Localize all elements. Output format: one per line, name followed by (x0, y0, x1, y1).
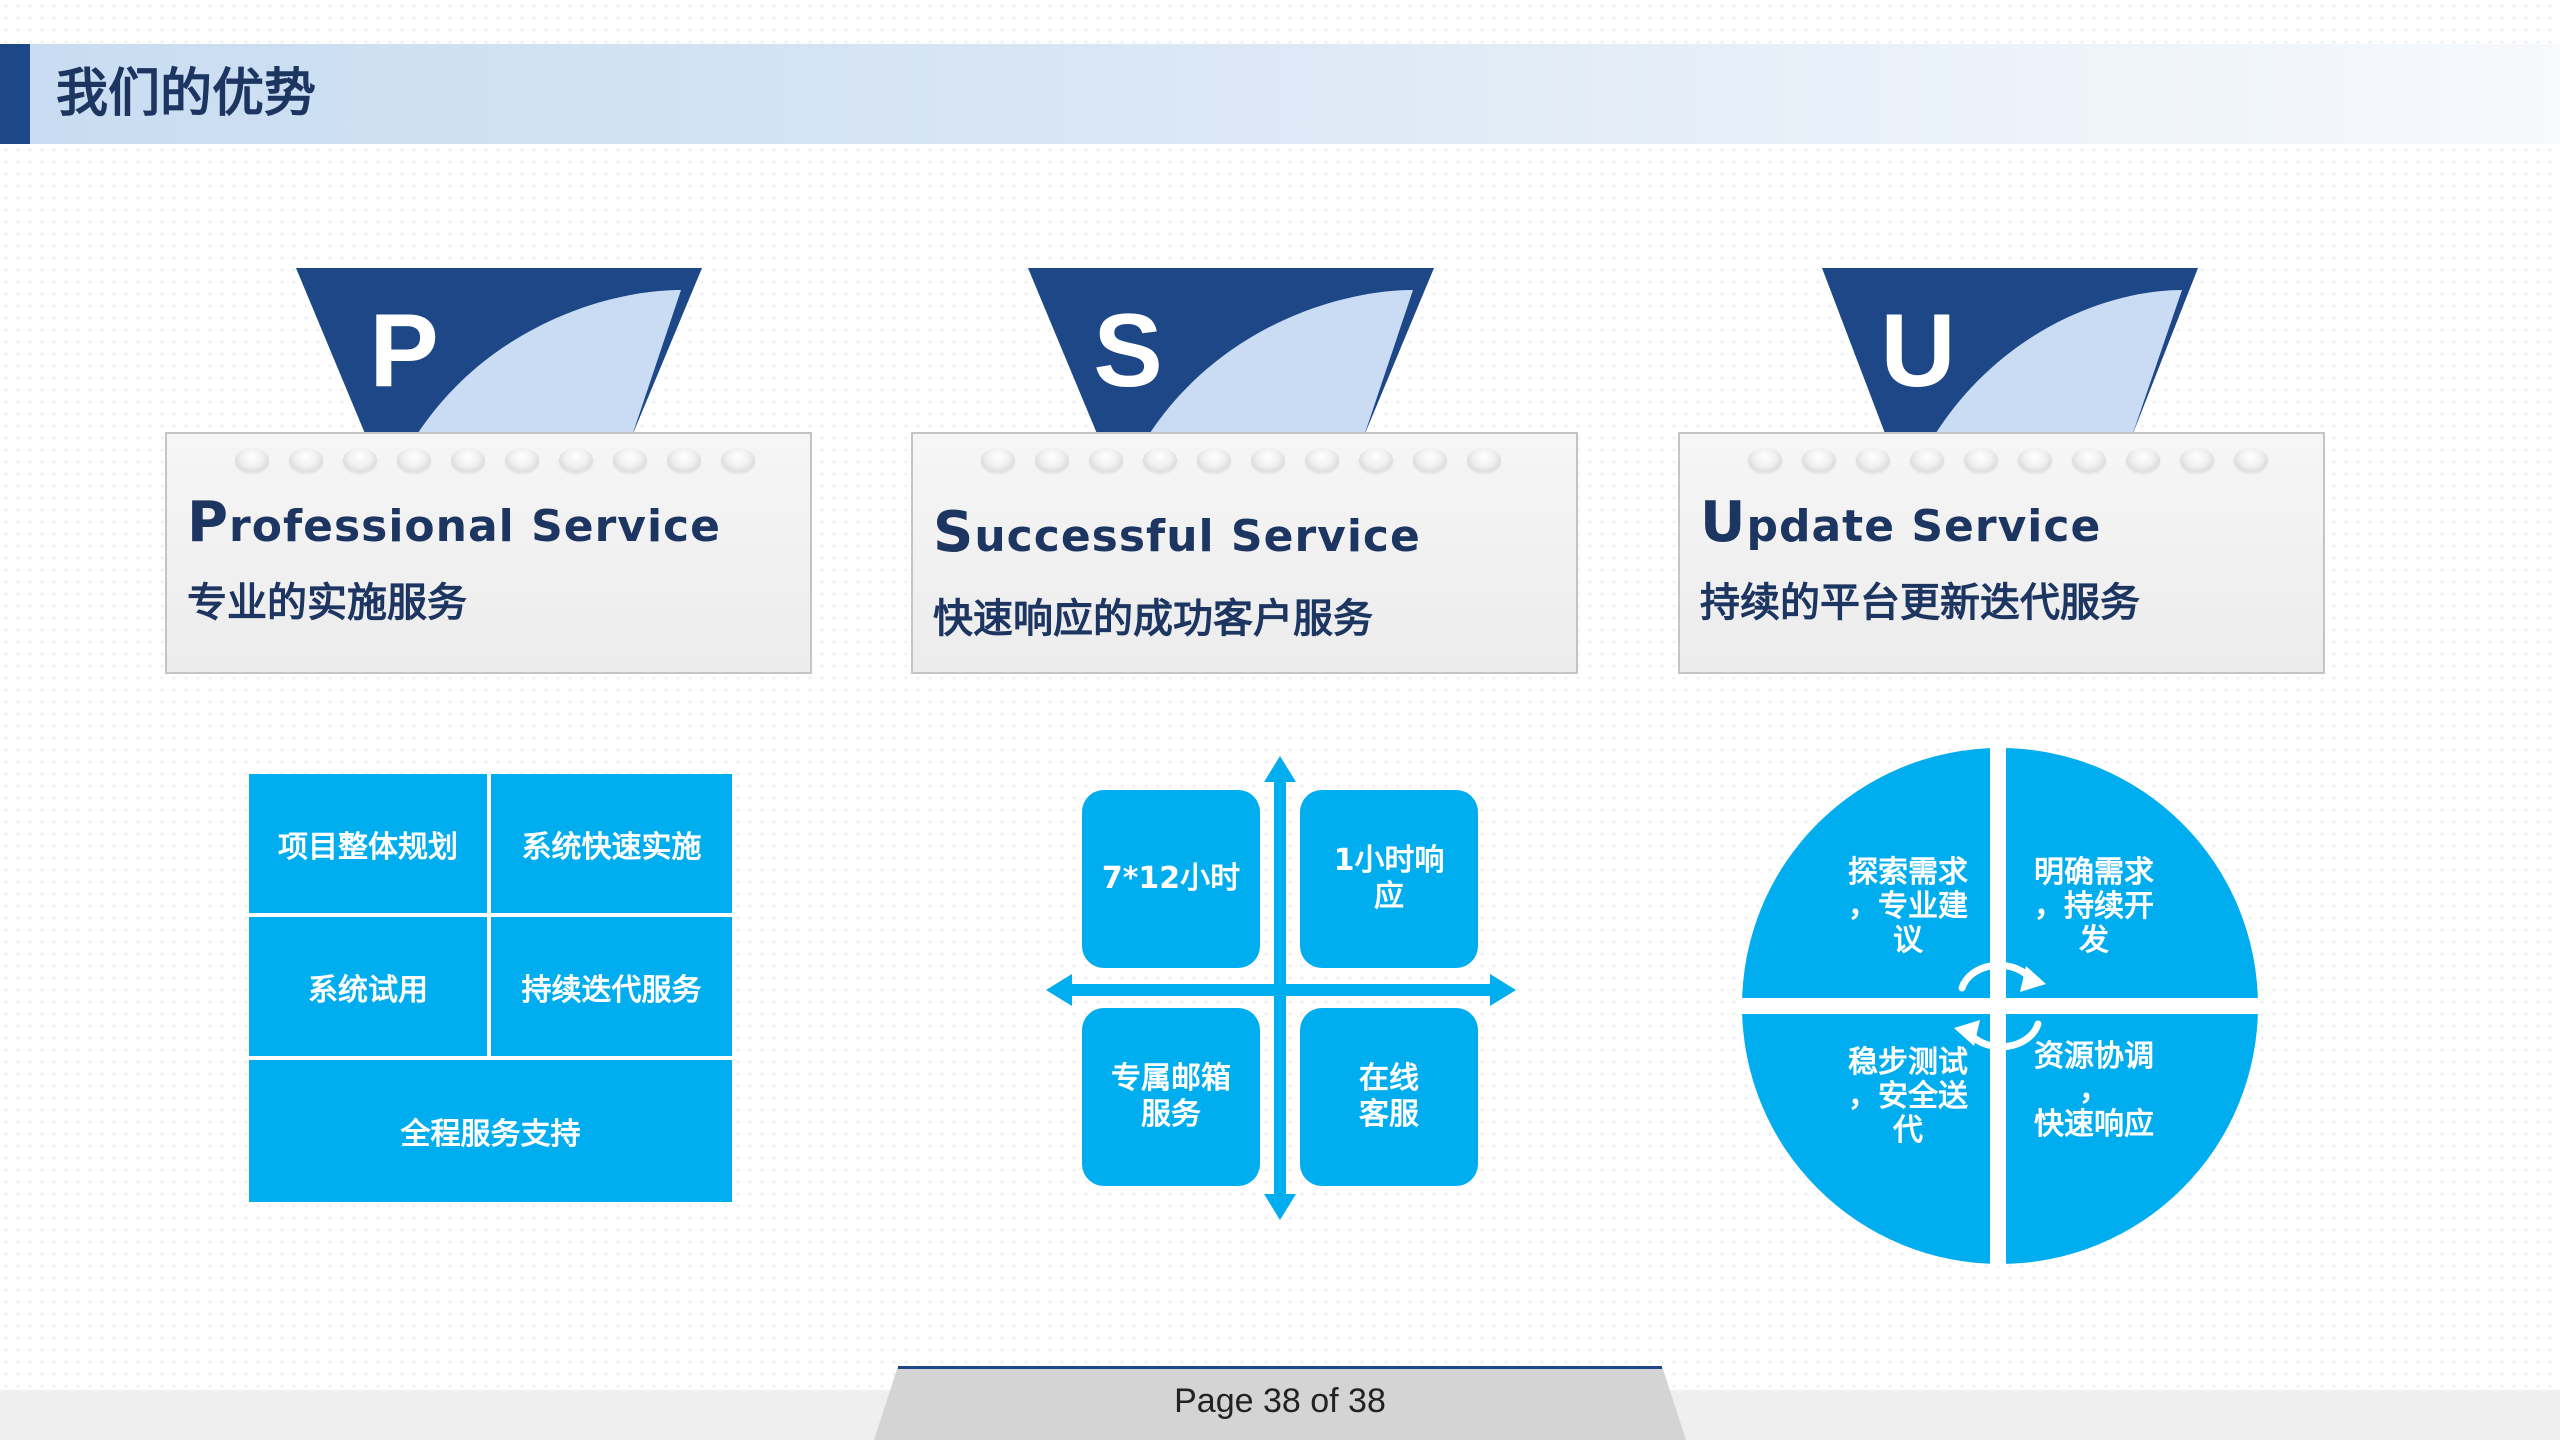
service-card-update: Update Service 持续的平台更新迭代服务 (1678, 432, 2325, 674)
letter-p: P (369, 293, 438, 409)
grid-cell-wide: 全程服务支持 (249, 1060, 732, 1202)
card-binding-holes (1748, 448, 2268, 472)
grid-cell: 持续迭代服务 (491, 917, 732, 1056)
card-binding-holes (235, 448, 755, 472)
title-accent-bar (0, 44, 30, 144)
arrow-right-icon (1490, 974, 1516, 1006)
grid-cell: 系统快速实施 (491, 774, 732, 913)
quadrant-box: 7*12小时 (1082, 790, 1260, 968)
arrow-left-icon (1046, 974, 1072, 1006)
arrow-up-icon (1264, 756, 1296, 782)
refresh-cycle-icon (1958, 961, 2042, 1051)
service-subtitle: 专业的实施服务 (187, 580, 467, 626)
footer-page-tab (874, 1366, 1686, 1440)
cycle-text-explore: 探索需求 ，专业建 议 (1848, 855, 1968, 958)
service-subtitle: 快速响应的成功客户服务 (933, 596, 1373, 642)
arrow-down-icon (1264, 1194, 1296, 1220)
page-title: 我们的优势 (56, 64, 317, 124)
cycle-text-develop: 明确需求 ，持续开 发 (2034, 855, 2154, 958)
service-card-professional: Professional Service 专业的实施服务 (165, 432, 812, 674)
letter-badge-s: S (1028, 268, 1434, 436)
letter-badge-p: P (296, 268, 702, 436)
letter-u: U (1880, 293, 1955, 409)
grid-cell: 项目整体规划 (249, 774, 487, 913)
grid-cell: 系统试用 (249, 917, 487, 1056)
service-process-grid: 项目整体规划 系统快速实施 系统试用 持续迭代服务 全程服务支持 (249, 774, 732, 1202)
title-bar (0, 44, 2560, 144)
service-title: Successful Service (933, 500, 1421, 565)
quadrant-box: 在线 客服 (1300, 1008, 1478, 1186)
service-title: Professional Service (187, 490, 721, 555)
cycle-text-test: 稳步测试 ，安全送 代 (1848, 1045, 1968, 1148)
quadrant-box: 专属邮箱 服务 (1082, 1008, 1260, 1186)
quadrant-box: 1小时响 应 (1300, 790, 1478, 968)
service-title: Update Service (1700, 490, 2102, 555)
letter-badge-u: U (1822, 268, 2198, 436)
quadrant-axes (1046, 756, 1516, 1220)
card-binding-holes (981, 448, 1501, 472)
service-card-successful: Successful Service 快速响应的成功客户服务 (911, 432, 1578, 674)
iteration-cycle-circle (1740, 746, 2260, 1266)
service-subtitle: 持续的平台更新迭代服务 (1700, 580, 2140, 626)
letter-s: S (1093, 293, 1162, 409)
cycle-text-coordinate: 资源协调 ， 快速响应 (2034, 1039, 2154, 1142)
page-number: Page 38 of 38 (1174, 1382, 1386, 1420)
